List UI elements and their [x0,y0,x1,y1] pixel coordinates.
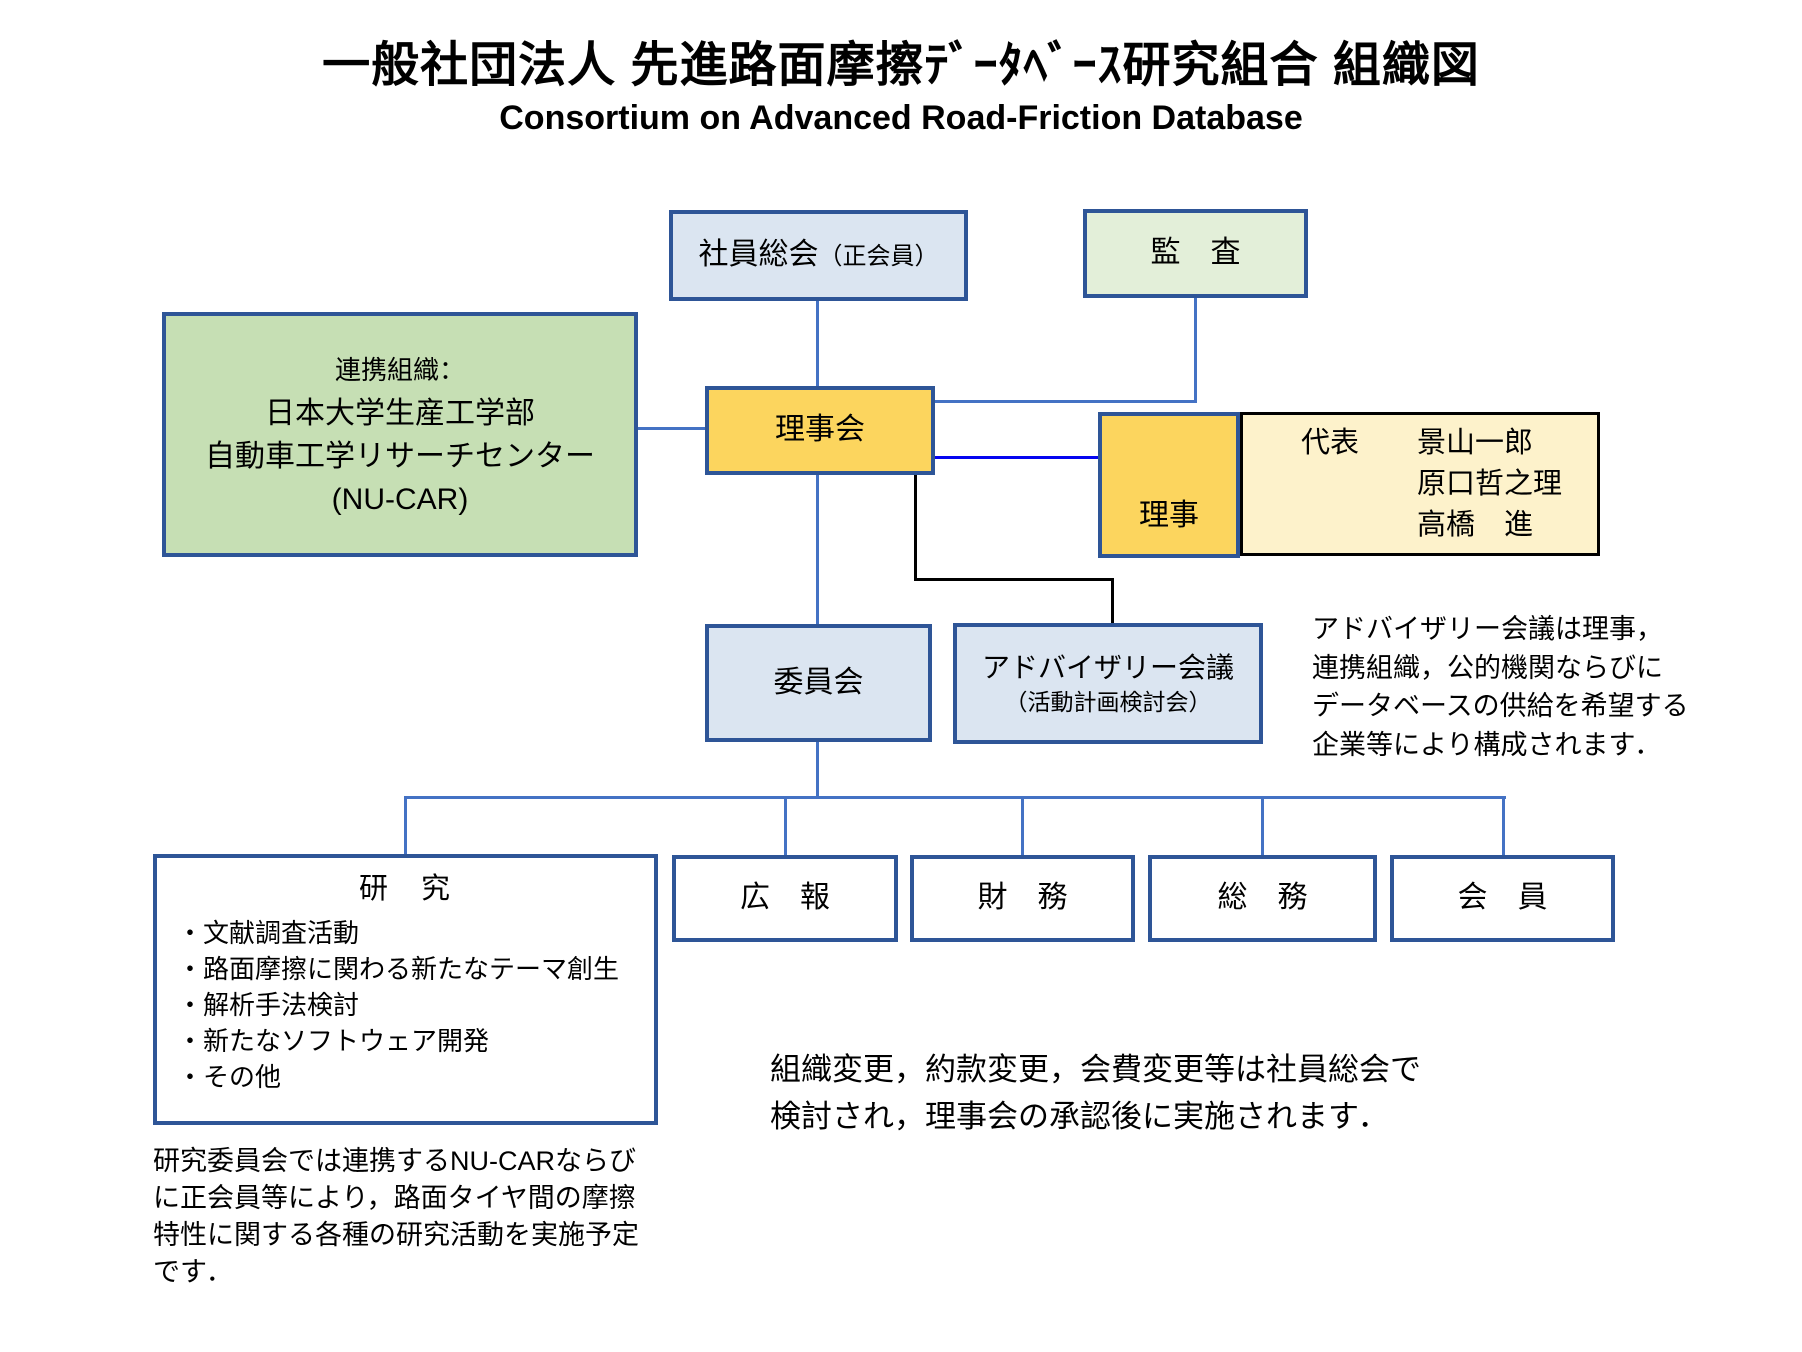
connector-drop-research [404,797,407,854]
connector-committee-riser [816,742,819,797]
node-committee: 委員会 [705,624,932,742]
list-item: ・新たなソフトウェア開発 [177,1026,490,1057]
list-item: ・解析手法検討 [177,990,360,1021]
header: 一般社団法人 先進路面摩擦ﾃﾞｰﾀﾍﾞｰｽ研究組合 組織図 Consortium… [0,38,1802,138]
node-directors-label: 理事 [1139,498,1199,532]
connector-board-committee [816,475,819,624]
connector-board-advisory-h [914,578,1114,581]
node-general-affairs-label: 総 務 [1217,881,1308,915]
connector-distribution-bus [404,796,1506,799]
connector-drop-pr [784,797,787,855]
connector-partner-board [638,427,705,430]
node-board-label: 理事会 [775,413,865,447]
connector-board-directors [935,456,1098,459]
node-public-relations: 広 報 [672,855,898,942]
node-general-meeting: 社員総会（正会員） [669,210,968,301]
connector-meeting-board [816,301,819,386]
node-committee-label: 委員会 [773,665,864,699]
node-director-names: 代表 景山一郎 原口哲之理 高橋 進 [1240,412,1600,556]
research-note: 研究委員会では連携するNU-CARならび に正会員等により，路面タイヤ間の摩擦 … [153,1146,639,1287]
node-partner-body: 日本大学生産工学部 自動車工学リサーチセンター (NU-CAR) [205,396,595,516]
node-finance-label: 財 務 [977,881,1068,915]
node-advisory-label: アドバイザリー会議 [981,652,1234,684]
connector-audit-horizontal [935,400,1197,403]
research-activity-list: ・文献調査活動・路面摩擦に関わる新たなテーマ創生・解析手法検討・新たなソフトウェ… [157,915,619,1095]
node-partner-organization: 連携組織： 日本大学生産工学部 自動車工学リサーチセンター (NU-CAR) [162,312,638,557]
node-finance: 財 務 [910,855,1135,942]
node-directors: 理事 [1098,412,1240,558]
list-item: ・文献調査活動 [177,918,360,949]
connector-board-advisory-v1 [914,475,917,581]
node-general-affairs: 総 務 [1148,855,1377,942]
node-advisory-council: アドバイザリー会議 （活動計画検討会） [953,623,1263,744]
list-item: ・その他 [177,1062,282,1093]
node-partner-header: 連携組織： [334,354,465,385]
node-research-label: 研 究 [358,873,452,905]
node-audit: 監 査 [1083,209,1308,298]
node-board-of-directors: 理事会 [705,386,935,475]
advisory-note: アドバイザリー会議は理事， 連携組織，公的機関ならびに データベースの供給を希望… [1312,614,1689,760]
list-item: ・路面摩擦に関わる新たなテーマ創生 [177,954,620,985]
node-research-committee: 研 究 ・文献調査活動・路面摩擦に関わる新たなテーマ創生・解析手法検討・新たなソ… [153,854,658,1125]
connector-board-advisory-v2 [1111,578,1114,623]
page-subtitle: Consortium on Advanced Road-Friction Dat… [499,99,1303,138]
connector-audit-vertical [1194,298,1197,403]
connector-drop-general-affairs [1261,797,1264,855]
connector-drop-members [1502,797,1505,855]
director-names-text: 代表 景山一郎 原口哲之理 高橋 進 [1301,426,1563,541]
node-public-relations-label: 広 報 [740,881,830,915]
node-members: 会 員 [1390,855,1615,942]
node-audit-label: 監 査 [1150,236,1241,270]
page-title: 一般社団法人 先進路面摩擦ﾃﾞｰﾀﾍﾞｰｽ研究組合 組織図 [322,39,1480,92]
node-general-meeting-sublabel: （正会員） [818,243,939,271]
node-advisory-sublabel: （活動計画検討会） [1004,688,1212,715]
change-approval-note: 組織変更，約款変更，会費変更等は社員総会で 検討され，理事会の承認後に実施されま… [770,1052,1421,1134]
connector-drop-finance [1021,797,1024,855]
node-members-label: 会 員 [1457,881,1548,915]
node-general-meeting-label: 社員総会（正会員） [698,238,939,272]
